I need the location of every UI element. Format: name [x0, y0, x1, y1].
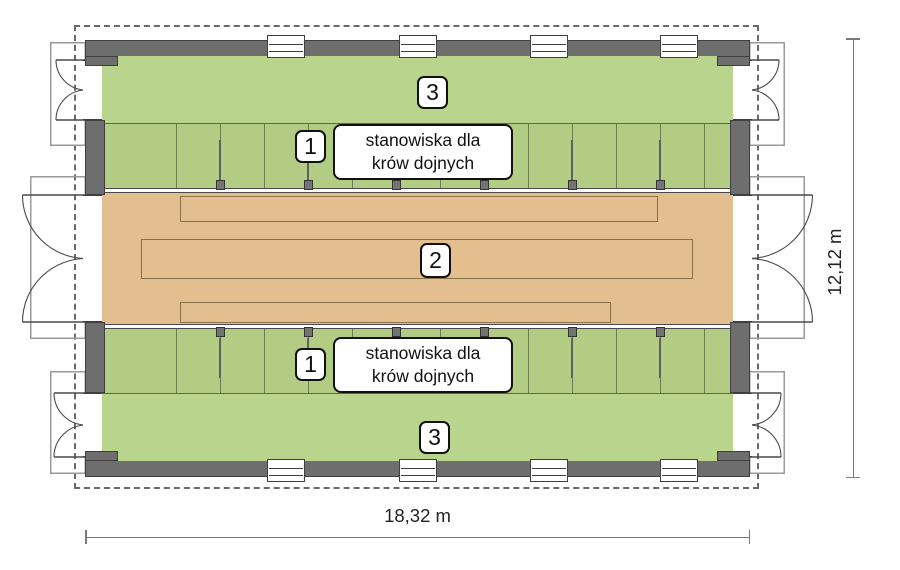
stall-post — [655, 180, 665, 190]
stalls-label-line2: krów dojnych — [371, 153, 475, 173]
door-opening — [733, 393, 752, 457]
stall-post — [655, 327, 665, 337]
stalls-label-top: stanowiska dla krów dojnych — [333, 124, 513, 180]
wall-corner — [85, 56, 118, 66]
door-bottom-left — [50, 371, 86, 474]
dimension-height — [845, 38, 865, 478]
door-opening — [83, 195, 102, 322]
door-middle-right — [749, 176, 814, 339]
stall-divider — [264, 329, 265, 393]
stall-divider — [176, 124, 177, 188]
stalls-label-line1: stanowiska dla — [365, 343, 481, 364]
door-top-right — [749, 42, 785, 146]
stall-divider — [528, 329, 529, 393]
stall-stanchion-tail — [219, 338, 221, 378]
zone-3-tag-top: 3 — [417, 76, 448, 109]
window — [399, 459, 437, 482]
wall-pier — [730, 322, 750, 393]
door-middle-left — [21, 176, 86, 339]
window — [660, 35, 698, 58]
stall-post — [391, 327, 401, 337]
door-opening — [83, 60, 102, 120]
feed-table-outline-bottom — [180, 302, 611, 323]
stall-stanchion-tail — [659, 140, 661, 180]
feed-fence-bottom — [101, 324, 734, 329]
window — [399, 35, 437, 58]
stall-post — [479, 180, 489, 190]
stalls-label-line2: krów dojnych — [371, 366, 475, 386]
zone-feed-alley — [101, 193, 734, 324]
dimension-tick — [846, 38, 860, 40]
window — [530, 459, 568, 482]
zone-walkway-bottom — [101, 394, 734, 461]
stall-divider — [616, 329, 617, 393]
stall-post — [567, 327, 577, 337]
dimension-tick — [846, 476, 860, 478]
wall-pier — [85, 120, 105, 195]
door-opening — [83, 393, 102, 457]
stall-post — [303, 327, 313, 337]
feed-fence-top — [101, 188, 734, 193]
stall-post — [303, 180, 313, 190]
zone-3-tag-bottom: 3 — [419, 421, 450, 454]
window — [267, 459, 305, 482]
wall-pier — [85, 322, 105, 393]
stall-divider — [528, 124, 529, 188]
wall-corner — [717, 56, 750, 66]
stall-stanchion-tail — [571, 338, 573, 378]
stall-post — [215, 180, 225, 190]
stall-post — [215, 327, 225, 337]
building-interior — [101, 56, 734, 461]
stall-divider — [704, 124, 705, 188]
stall-divider — [264, 124, 265, 188]
door-top-left — [50, 42, 86, 146]
window — [530, 35, 568, 58]
feed-table-outline-middle — [141, 239, 693, 279]
wall-corner — [717, 451, 750, 461]
zone-1-tag-bottom: 1 — [295, 348, 326, 381]
zone-1-tag-top: 1 — [295, 130, 326, 163]
wall-corner — [85, 451, 118, 461]
door-opening — [733, 60, 752, 120]
stalls-label-bottom: stanowiska dla krów dojnych — [333, 337, 513, 393]
stall-stanchion-tail — [219, 140, 221, 180]
dimension-line — [85, 537, 750, 538]
stall-post — [391, 180, 401, 190]
dimension-tick — [748, 530, 750, 544]
door-bottom-right — [749, 371, 785, 474]
stall-post — [567, 180, 577, 190]
stall-stanchion-tail — [571, 140, 573, 180]
dimension-line — [853, 38, 854, 478]
stall-post — [479, 327, 489, 337]
feed-table-outline-top — [180, 196, 658, 222]
stall-divider — [704, 329, 705, 393]
window — [267, 35, 305, 58]
wall-pier — [730, 120, 750, 195]
stalls-label-line1: stanowiska dla — [365, 130, 481, 151]
window — [660, 459, 698, 482]
roof-overhang-outline — [74, 25, 759, 489]
dimension-width-label: 18,32 m — [384, 505, 451, 526]
dimension-width: 18,32 m — [85, 505, 750, 545]
dimension-tick — [85, 530, 87, 544]
zone-2-tag: 2 — [420, 243, 451, 278]
stall-divider — [616, 124, 617, 188]
door-opening — [733, 195, 752, 322]
stall-stanchion-tail — [659, 338, 661, 378]
stall-divider — [176, 329, 177, 393]
